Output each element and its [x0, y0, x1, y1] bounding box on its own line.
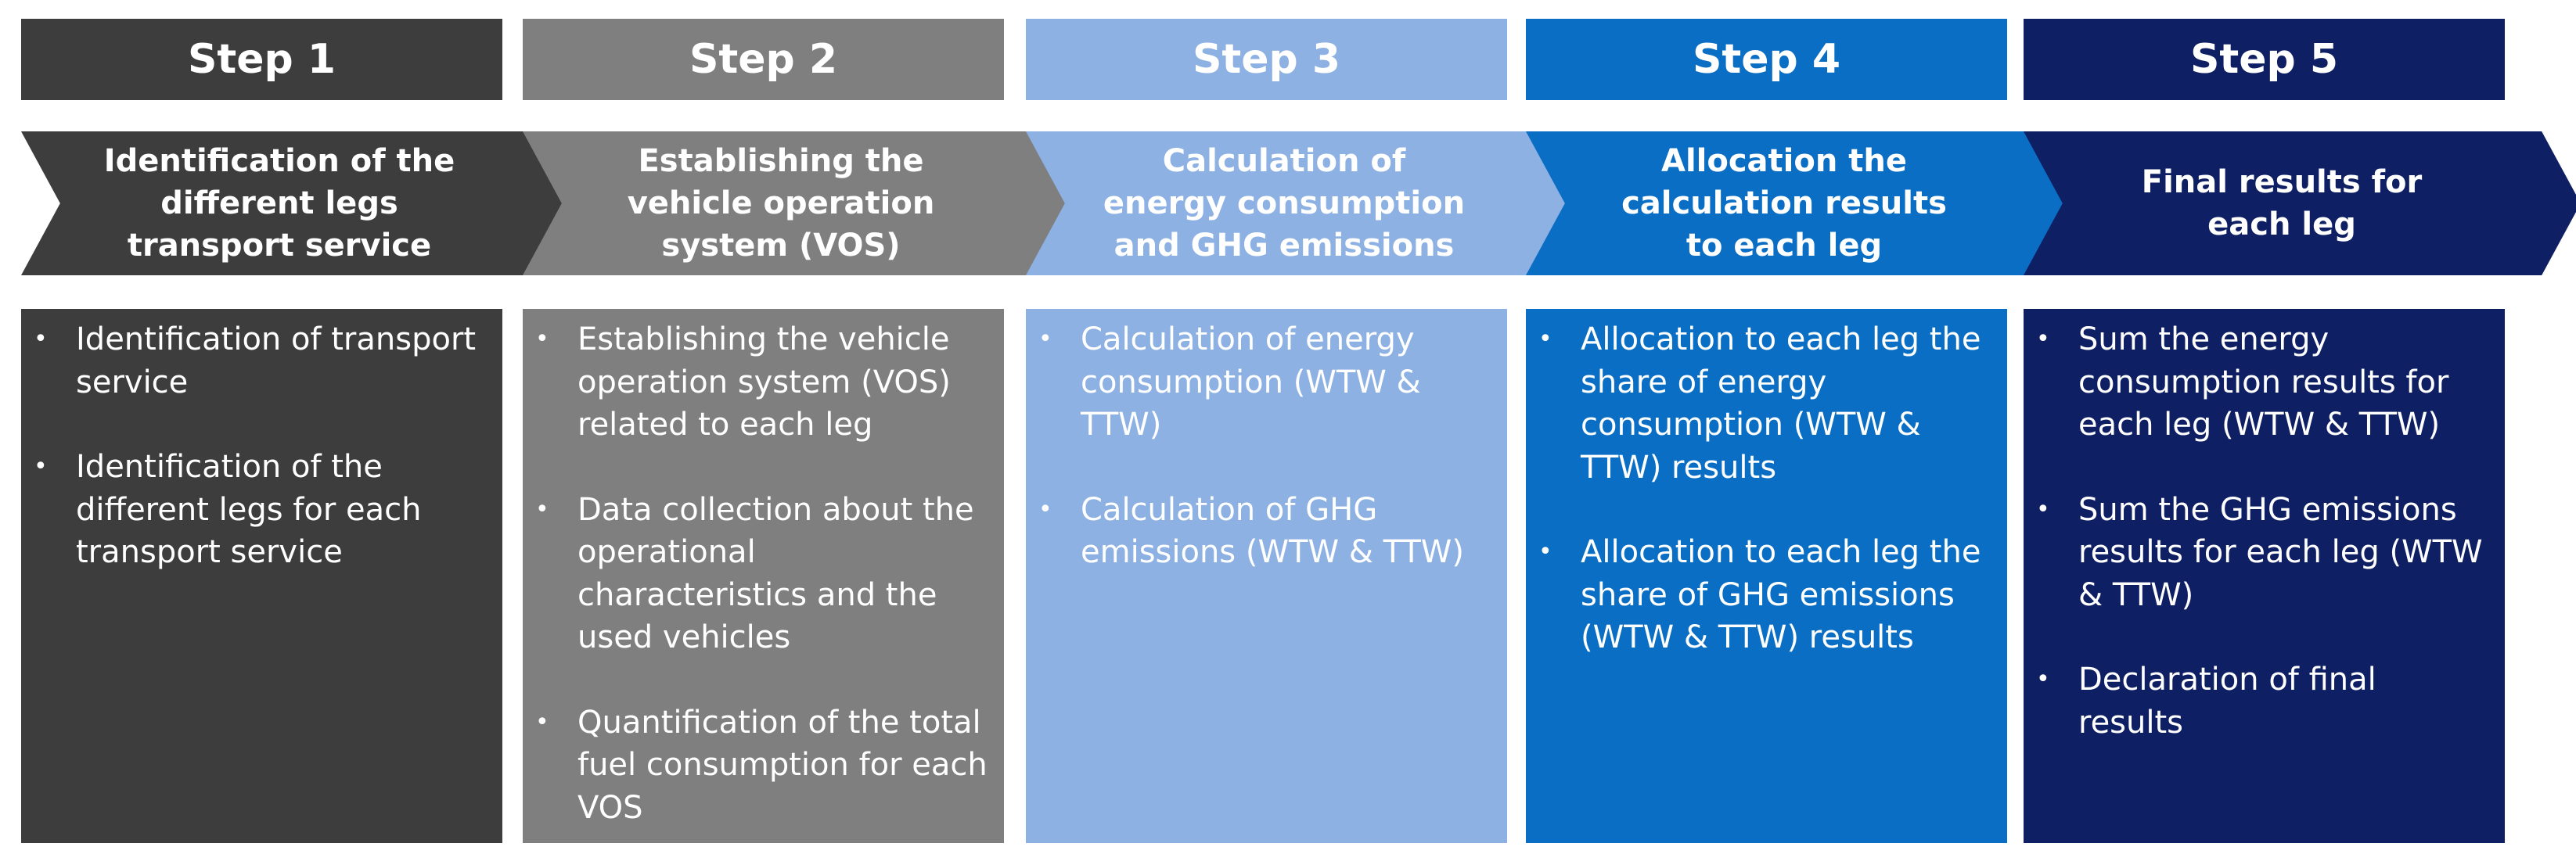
bullet-icon: •: [34, 325, 48, 353]
bullet-icon: •: [2036, 666, 2050, 693]
list-item-text: Declaration of final results: [2078, 662, 2376, 741]
bullet-icon: •: [1038, 495, 1052, 523]
step-2-title: Establishing the vehicle operation syste…: [627, 143, 935, 264]
bullet-icon: •: [1538, 538, 1552, 565]
list-item: • Quantification of the total fuel consum…: [523, 702, 990, 830]
step-4-column: Step 4 Allocation the calculation result…: [1526, 0, 2083, 854]
list-item-text: Sum the GHG emissions results for each l…: [2078, 491, 2483, 613]
step-1-title: Identification of the different legs tra…: [103, 143, 455, 264]
list-item: • Sum the energy consumption results for …: [2024, 318, 2491, 447]
step-5-column: Step 5 Final results for each leg • Sum t…: [2024, 0, 2576, 854]
list-item-text: Identification of the different legs for…: [76, 449, 422, 570]
step-2-column: Step 2 Establishing the vehicle operatio…: [523, 0, 1080, 854]
list-item: • Sum the GHG emissions results for each …: [2024, 489, 2491, 617]
step-4-title: Allocation the calculation results to ea…: [1621, 143, 1947, 264]
step-3-chevron: [1026, 131, 1583, 275]
bullet-icon: •: [535, 708, 549, 736]
list-item-text: Quantification of the total fuel consump…: [577, 704, 988, 826]
bullet-icon: •: [535, 325, 549, 353]
list-item: • Declaration of final results: [2024, 658, 2491, 744]
bullet-icon: •: [2036, 325, 2050, 353]
step-4-header: Step 4: [1526, 19, 2007, 100]
step-1-chevron: [21, 131, 578, 275]
step-4-chevron: [1526, 131, 2083, 275]
bullet-icon: •: [1538, 325, 1552, 353]
step-2-header: Step 2: [523, 19, 1004, 100]
step-1-column: Step 1 Identification of the different l…: [21, 0, 578, 854]
step-5-panel: • Sum the energy consumption results for …: [2024, 309, 2505, 843]
list-item-text: Allocation to each leg the share of GHG …: [1581, 534, 1981, 655]
list-item-text: Calculation of energy consumption (WTW &…: [1081, 321, 1421, 443]
list-item-text: Sum the energy consumption results for e…: [2078, 321, 2449, 443]
list-item: • Identification of transport service: [21, 318, 488, 404]
step-3-panel: • Calculation of energy consumption (WTW …: [1026, 309, 1507, 843]
step-1-header: Step 1: [21, 19, 502, 100]
step-4-panel: • Allocation to each leg the share of ene…: [1526, 309, 2007, 843]
step-2-chevron: [523, 131, 1080, 275]
step-1-panel: • Identification of transport service • Id…: [21, 309, 502, 843]
step-5-chevron: [2024, 131, 2576, 275]
list-item-text: Identification of transport service: [76, 321, 477, 400]
list-item: • Data collection about the operational c…: [523, 489, 990, 659]
list-item: • Allocation to each leg the share of GHG…: [1526, 531, 1993, 659]
step-2-panel: • Establishing the vehicle operation syst…: [523, 309, 1004, 843]
list-item-text: Calculation of GHG emissions (WTW & TTW): [1081, 491, 1464, 571]
list-item-text: Data collection about the operational ch…: [577, 491, 974, 656]
step-3-title: Calculation of energy consumption and GH…: [1103, 143, 1466, 264]
step-5-header: Step 5: [2024, 19, 2505, 100]
list-item: • Calculation of energy consumption (WTW …: [1026, 318, 1493, 447]
bullet-icon: •: [1038, 325, 1052, 353]
list-item: • Calculation of GHG emissions (WTW & TTW…: [1026, 489, 1493, 574]
bullet-icon: •: [535, 495, 549, 523]
list-item: • Allocation to each leg the share of ene…: [1526, 318, 1993, 489]
bullet-icon: •: [34, 453, 48, 480]
list-item-text: Establishing the vehicle operation syste…: [577, 321, 951, 443]
step-5-title: Final results for each leg: [2141, 164, 2423, 242]
list-item-text: Allocation to each leg the share of ener…: [1581, 321, 1981, 486]
list-item: • Establishing the vehicle operation syst…: [523, 318, 990, 447]
bullet-icon: •: [2036, 495, 2050, 523]
list-item: • Identification of the different legs fo…: [21, 446, 488, 574]
step-3-column: Step 3 Calculation of energy consumption…: [1026, 0, 1583, 854]
step-3-header: Step 3: [1026, 19, 1507, 100]
